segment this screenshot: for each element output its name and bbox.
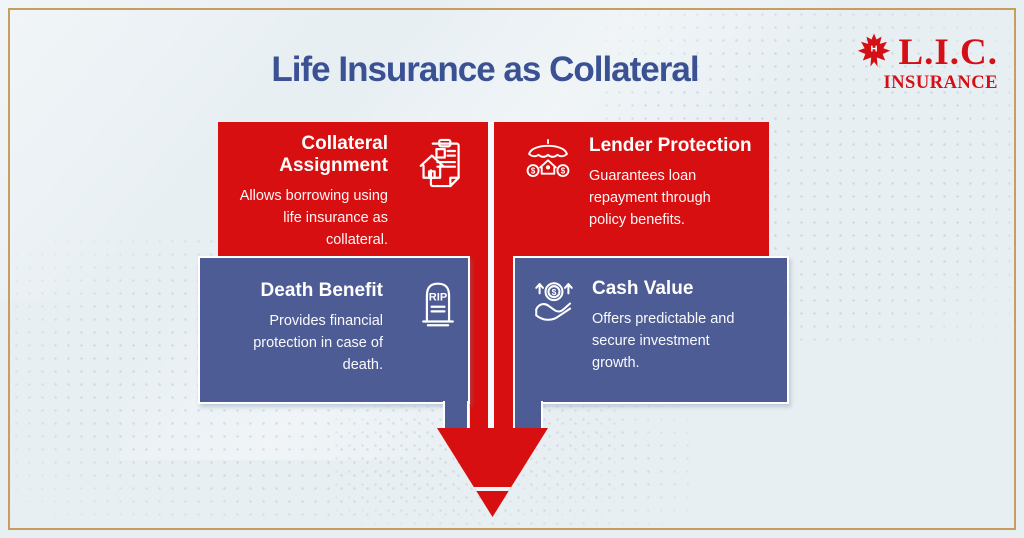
brand-logo: L.I.C. INSURANCE <box>853 32 998 94</box>
card-title: Lender Protection <box>589 135 752 156</box>
card-description: Allows borrowing using life insurance as… <box>239 188 388 248</box>
right-card-tab <box>513 401 543 428</box>
arrow-center-divider <box>488 122 494 428</box>
card-title: Cash Value <box>592 278 694 299</box>
clipboard-house-icon <box>418 137 466 258</box>
maple-leaf-icon <box>853 32 895 73</box>
tombstone-rip-icon: RIP <box>419 280 457 402</box>
logo-subtitle: INSURANCE <box>883 73 998 93</box>
arrow-tip-divider <box>437 487 548 491</box>
left-card-tab <box>443 401 469 428</box>
card-cash-value: $ Cash Value Offers predictable and secu… <box>513 256 789 404</box>
card-description: Guarantees loan repayment through policy… <box>589 168 711 228</box>
svg-text:$: $ <box>561 166 566 175</box>
card-title: Death Benefit <box>260 280 383 301</box>
card-description: Offers predictable and secure investment… <box>592 311 735 371</box>
hand-coin-arrows-icon: $ <box>532 278 576 402</box>
svg-text:$: $ <box>552 287 557 297</box>
logo-name: L.I.C. <box>898 31 998 73</box>
svg-text:RIP: RIP <box>429 291 447 303</box>
down-arrow-head <box>437 428 548 517</box>
page-title: Life Insurance as Collateral <box>271 50 699 89</box>
svg-text:$: $ <box>531 166 536 175</box>
card-death-benefit: Death Benefit Provides financial protect… <box>198 256 470 404</box>
card-description: Provides financial protection in case of… <box>253 313 383 373</box>
card-title: Collateral Assignment <box>279 133 388 176</box>
umbrella-house-coins-icon: $ $ <box>526 136 570 258</box>
card-collateral-assignment: Collateral Assignment Allows borrowing u… <box>218 122 488 258</box>
card-lender-protection: $ $ Lender Protection Guarantees loan re… <box>494 122 769 258</box>
